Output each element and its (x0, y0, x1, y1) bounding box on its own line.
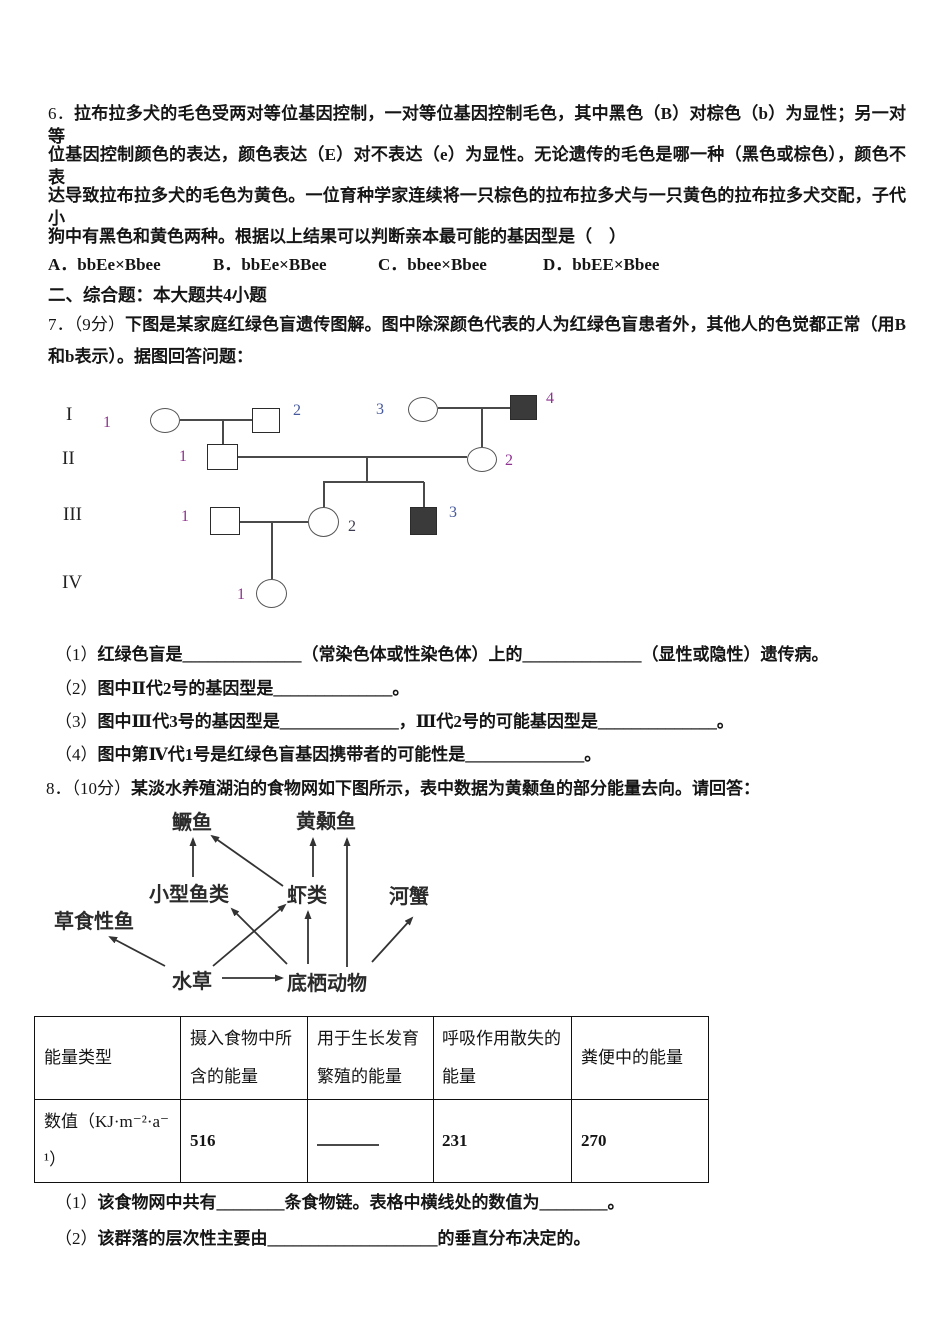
pedigree-number-II-2: 2 (505, 452, 513, 469)
blank-line (317, 1130, 379, 1146)
pedigree-number-I-2: 2 (293, 402, 301, 419)
foodweb-node-shrimp: 虾类 (287, 885, 327, 907)
pedigree-individual-III-1-square (210, 507, 240, 535)
pedigree-individual-IV-1-circle (256, 579, 287, 608)
q8-subquestion-2: （2）该群落的层次性主要由____________________的垂直分布决定… (55, 1229, 591, 1248)
descent-line-II-couple (366, 457, 368, 482)
pedigree-number-I-4: 4 (546, 390, 554, 407)
cell-respiration-value: 231 (433, 1099, 572, 1183)
pedigree-number-I-1: 1 (103, 414, 111, 431)
pedigree-individual-II-2-circle (467, 447, 497, 472)
q7-subquestion-4: （4）图中第Ⅳ代1号是红绿色盲基因携带者的可能性是______________。 (55, 745, 602, 764)
couple-line-II1-II2 (238, 456, 467, 458)
energy-table-header-row: 能量类型 摄入食物中所含的能量 用于生长发育繁殖的能量 呼吸作用散失的能量 粪便… (34, 1016, 709, 1100)
q6-option-b: B．bbEe×BBee (213, 255, 327, 274)
arrow-water-grass-to-herbivorous-fish (108, 936, 166, 967)
pedigree-number-III-3: 3 (449, 504, 457, 521)
descent-line-to-III3 (423, 482, 425, 507)
q6-line-4: 狗中有黑色和黄色两种。根据以上结果可以判断亲本最可能的基因型是（ ） (48, 227, 626, 246)
q7-subquestion-3: （3）图中Ⅲ代3号的基因型是______________，Ⅲ代2号的可能基因型是… (55, 712, 734, 731)
section-2-heading: 二、综合题：本大题共4小题 (48, 285, 267, 305)
q8-subquestion-1: （1）该食物网中共有________条食物链。表格中横线处的数值为_______… (55, 1193, 625, 1212)
pedigree-individual-I-3-circle (408, 397, 438, 422)
descent-line-to-II2 (481, 408, 483, 447)
q6-option-a: A．bbEe×Bbee (48, 255, 161, 274)
header-feces-energy: 粪便中的能量 (571, 1016, 709, 1100)
foodweb-node-mandarin-fish: 鳜鱼 (172, 812, 212, 834)
pedigree-number-III-1: 1 (181, 508, 189, 525)
cell-feces-value: 270 (571, 1099, 709, 1183)
q7-subquestion-1: （1）红绿色盲是______________（常染色体或性染色体）上的_____… (55, 645, 829, 664)
arrow-shrimp-to-mandarin-fish (210, 834, 284, 887)
q7-subquestion-2: （2）图中Ⅱ代2号的基因型是______________。 (55, 679, 410, 698)
descent-line-to-IV1 (271, 522, 273, 579)
descent-line-to-II1 (222, 420, 224, 444)
pedigree-individual-I-1-circle (150, 408, 180, 433)
foodweb-node-herbivorous-fish: 草食性鱼 (54, 911, 134, 933)
couple-line-I3-I4 (438, 407, 510, 409)
arrow-benthic-to-small-fish (230, 907, 288, 965)
foodweb-node-river-crab: 河蟹 (389, 886, 429, 908)
arrow-water-grass-to-shrimp (212, 903, 287, 967)
energy-table-data-row: 数值（KJ·m⁻²·a⁻¹） 516 231 270 (34, 1099, 709, 1183)
couple-line-I1-I2 (180, 419, 252, 421)
arrow-benthic-to-river-crab (371, 916, 414, 963)
q6-option-d: D．bbEE×Bbee (543, 255, 660, 274)
q8-intro: 8．（10分）某淡水养殖湖泊的食物网如下图所示，表中数据为黄颡鱼的部分能量去向。… (46, 779, 760, 798)
q7-line-2: 和b表示）。据图回答问题： (48, 347, 253, 366)
cell-intake-value: 516 (180, 1099, 308, 1183)
header-intake-energy: 摄入食物中所含的能量 (180, 1016, 308, 1100)
q6-number: 6． (48, 104, 75, 123)
foodweb-node-benthic-animals: 底栖动物 (287, 973, 367, 995)
foodweb-arrows (108, 834, 414, 982)
q6-line-2: 位基因控制颜色的表达，颜色表达（E）对不表达（e）为显性。无论遗传的毛色是哪一种… (48, 145, 906, 187)
q6-option-c: C．bbee×Bbee (378, 255, 487, 274)
pedigree-generation-label-3: III (63, 504, 82, 525)
couple-line-III1-III2 (240, 521, 308, 523)
pedigree-individual-II-1-square (207, 444, 238, 470)
q7-number: 7．（9分） (48, 315, 126, 334)
pedigree-number-I-3: 3 (376, 401, 384, 418)
q7-line-1: 7．（9分）下图是某家庭红绿色盲遗传图解。图中除深颜色代表的人为红绿色盲患者外，… (48, 315, 906, 334)
pedigree-number-II-1: 1 (179, 448, 187, 465)
pedigree-generation-label-1: I (66, 404, 73, 425)
pedigree-individual-I-4-square-affected (510, 395, 537, 420)
pedigree-generation-label-2: II (62, 448, 75, 469)
q8-number: 8．（10分） (46, 779, 131, 798)
q6-line-3: 达导致拉布拉多犬的毛色为黄色。一位育种学家连续将一只棕色的拉布拉多犬与一只黄色的… (48, 186, 906, 228)
foodweb-node-yellow-catfish: 黄颡鱼 (296, 811, 356, 833)
pedigree-number-III-2: 2 (348, 518, 356, 535)
descent-line-to-III2 (323, 482, 325, 507)
foodweb-node-water-grass: 水草 (172, 971, 212, 993)
q6-line-1: 6．拉布拉多犬的毛色受两对等位基因控制，一对等位基因控制毛色，其中黑色（B）对棕… (48, 104, 907, 146)
header-growth-energy: 用于生长发育繁殖的能量 (307, 1016, 434, 1100)
cell-growth-value (307, 1099, 434, 1183)
row-label-value-unit: 数值（KJ·m⁻²·a⁻¹） (34, 1099, 181, 1183)
header-energy-type: 能量类型 (34, 1016, 181, 1100)
pedigree-individual-III-2-circle (308, 507, 339, 537)
energy-table: 能量类型 摄入食物中所含的能量 用于生长发育繁殖的能量 呼吸作用散失的能量 粪便… (34, 1016, 709, 1183)
foodweb-node-small-fish: 小型鱼类 (149, 884, 229, 906)
pedigree-generation-label-4: IV (62, 572, 83, 593)
header-respiration-energy: 呼吸作用散失的能量 (433, 1016, 572, 1100)
pedigree-number-IV-1: 1 (237, 586, 245, 603)
pedigree-individual-I-2-square (252, 408, 280, 433)
sibling-bar-III (323, 481, 424, 483)
pedigree-individual-III-3-square-affected (410, 507, 437, 535)
